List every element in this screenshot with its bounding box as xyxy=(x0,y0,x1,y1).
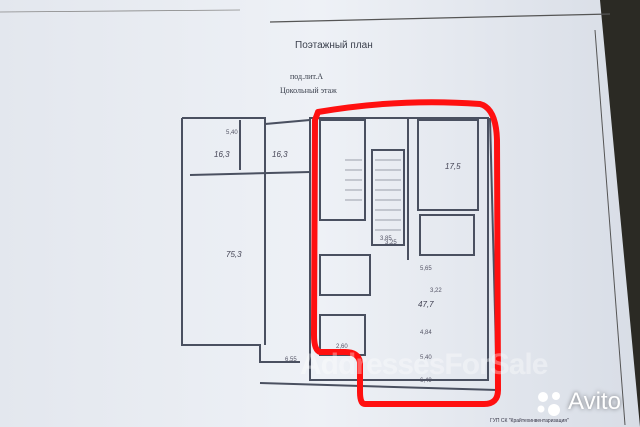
stamp-text: ГУП СК "Крайтехинвентаризация" xyxy=(490,418,569,424)
room-area: 16,3 xyxy=(272,150,288,159)
dimension: 5,40 xyxy=(420,355,432,361)
room-area: 17,5 xyxy=(445,162,461,171)
dimension: 4,84 xyxy=(420,330,432,336)
room-area: 75,3 xyxy=(226,250,242,259)
dimension: 6,49 xyxy=(420,378,432,384)
room-area: 16,3 xyxy=(214,150,230,159)
dimension: 3,25 xyxy=(385,240,397,246)
dimension: 3,22 xyxy=(430,288,442,294)
dimension: 2,60 xyxy=(336,344,348,350)
red-highlight-outline xyxy=(311,99,501,407)
dimension: 5,40 xyxy=(226,130,238,136)
avito-logo-icon xyxy=(537,392,560,416)
avito-brand: Avito xyxy=(568,388,621,415)
dimension: 3,85 xyxy=(380,236,392,242)
room-area: 47,7 xyxy=(418,300,434,309)
plan-title: Поэтажный план xyxy=(295,40,373,51)
floor-label: Цокольный этаж xyxy=(280,86,337,95)
dimension: 5,65 xyxy=(420,266,432,272)
building-label: под.лит.А xyxy=(290,72,324,81)
dimension: 6,55 xyxy=(285,357,297,363)
building-outline xyxy=(181,117,498,391)
watermark-text: AddressesForSale xyxy=(300,348,548,381)
